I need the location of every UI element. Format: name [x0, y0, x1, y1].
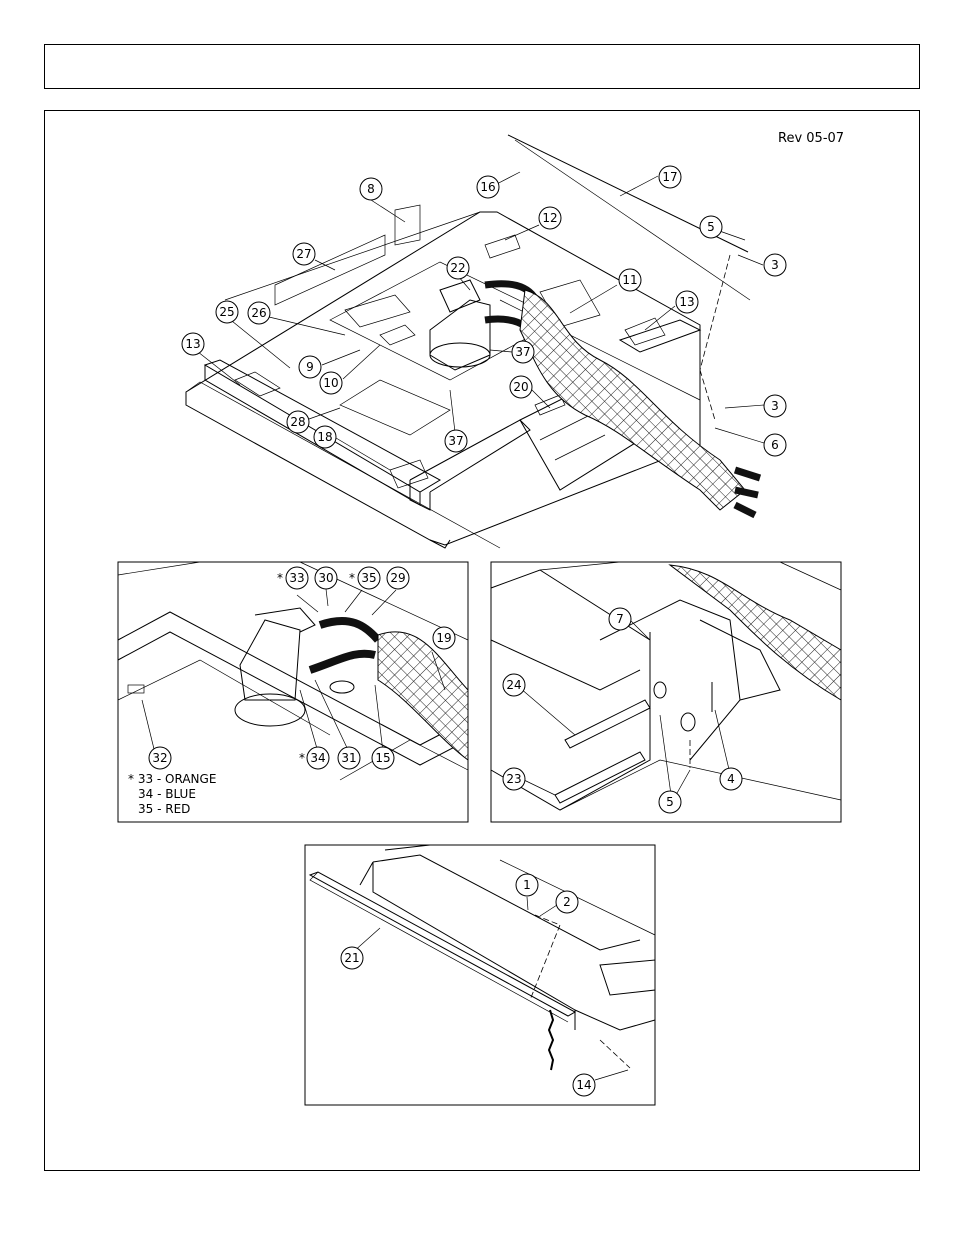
- main-assembly-view: [186, 135, 764, 548]
- svg-text:6: 6: [771, 438, 779, 452]
- callout-37-top: 37: [512, 341, 534, 363]
- svg-text:7: 7: [616, 612, 624, 626]
- callout-10: 10: [320, 372, 342, 394]
- callout-3-main-bottom: 3: [764, 395, 786, 417]
- callout-32: 32: [149, 747, 171, 769]
- callout-37-bottom: 37: [445, 430, 467, 452]
- asterisk-icon: *: [299, 751, 305, 765]
- color-legend: * 33 - ORANGE 34 - BLUE 35 - RED: [128, 772, 216, 817]
- callout-31: 31: [338, 747, 360, 769]
- callout-20: 20: [510, 376, 532, 398]
- callout-17: 17: [659, 166, 681, 188]
- svg-text:22: 22: [450, 261, 465, 275]
- svg-text:29: 29: [390, 571, 405, 585]
- svg-text:37: 37: [515, 345, 530, 359]
- svg-text:5: 5: [666, 795, 674, 809]
- svg-text:25: 25: [219, 305, 234, 319]
- callout-2: 2: [556, 891, 578, 913]
- svg-text:13: 13: [679, 295, 694, 309]
- callout-13-right: 13: [676, 291, 698, 313]
- callout-12: 12: [539, 207, 561, 229]
- callout-18: 18: [314, 426, 336, 448]
- svg-text:2: 2: [563, 895, 571, 909]
- gearbox: [430, 280, 490, 370]
- svg-text:35: 35: [361, 571, 376, 585]
- callout-3-main-top: 3: [764, 254, 786, 276]
- svg-text:10: 10: [323, 376, 338, 390]
- svg-text:8: 8: [367, 182, 375, 196]
- callout-22: 22: [447, 257, 469, 279]
- callout-28: 28: [287, 411, 309, 433]
- svg-text:28: 28: [290, 415, 305, 429]
- svg-text:26: 26: [251, 306, 266, 320]
- svg-text:11: 11: [622, 273, 637, 287]
- callout-29: 29: [387, 567, 409, 589]
- callout-25: 25: [216, 301, 238, 323]
- callout-1: 1: [516, 874, 538, 896]
- svg-text:16: 16: [480, 180, 495, 194]
- callout-13-left: 13: [182, 333, 204, 355]
- callout-33: 33: [286, 567, 308, 589]
- callout-27: 27: [293, 243, 315, 265]
- callout-19: 19: [433, 627, 455, 649]
- svg-text:27: 27: [296, 247, 311, 261]
- callout-9: 9: [299, 356, 321, 378]
- asterisk-icon: *: [349, 571, 355, 585]
- callout-15: 15: [372, 747, 394, 769]
- callout-14: 14: [573, 1074, 595, 1096]
- callout-7: 7: [609, 608, 631, 630]
- svg-text:3: 3: [771, 258, 779, 272]
- svg-text:31: 31: [341, 751, 356, 765]
- callout-30: 30: [315, 567, 337, 589]
- svg-text:1: 1: [523, 878, 531, 892]
- callout-8: 8: [360, 178, 382, 200]
- callout-5-main: 5: [700, 216, 722, 238]
- svg-text:17: 17: [662, 170, 677, 184]
- callout-16: 16: [477, 176, 499, 198]
- svg-text:13: 13: [185, 337, 200, 351]
- callout-5-bracket: 5: [659, 791, 681, 813]
- svg-text:14: 14: [576, 1078, 591, 1092]
- svg-text:19: 19: [436, 631, 451, 645]
- svg-text:33: 33: [289, 571, 304, 585]
- chain-detail-view: [305, 845, 655, 1105]
- callout-24: 24: [503, 674, 525, 696]
- svg-text:3: 3: [771, 399, 779, 413]
- callout-26: 26: [248, 302, 270, 324]
- svg-text:24: 24: [506, 678, 521, 692]
- callout-4: 4: [720, 768, 742, 790]
- svg-text:32: 32: [152, 751, 167, 765]
- legend-orange: * 33 - ORANGE: [128, 772, 216, 787]
- callout-11: 11: [619, 269, 641, 291]
- legend-red: 35 - RED: [128, 802, 216, 817]
- callout-35: 35: [358, 567, 380, 589]
- svg-text:20: 20: [513, 380, 528, 394]
- legend-blue: 34 - BLUE: [128, 787, 216, 802]
- svg-text:21: 21: [344, 951, 359, 965]
- svg-text:5: 5: [707, 220, 715, 234]
- svg-text:34: 34: [310, 751, 325, 765]
- svg-text:4: 4: [727, 772, 735, 786]
- svg-text:12: 12: [542, 211, 557, 225]
- svg-text:37: 37: [448, 434, 463, 448]
- asterisk-icon: *: [277, 571, 283, 585]
- svg-text:15: 15: [375, 751, 390, 765]
- callout-21: 21: [341, 947, 363, 969]
- svg-text:9: 9: [306, 360, 314, 374]
- svg-text:18: 18: [317, 430, 332, 444]
- svg-text:23: 23: [506, 772, 521, 786]
- svg-text:30: 30: [318, 571, 333, 585]
- callout-23: 23: [503, 768, 525, 790]
- callout-34: 34: [307, 747, 329, 769]
- callout-6: 6: [764, 434, 786, 456]
